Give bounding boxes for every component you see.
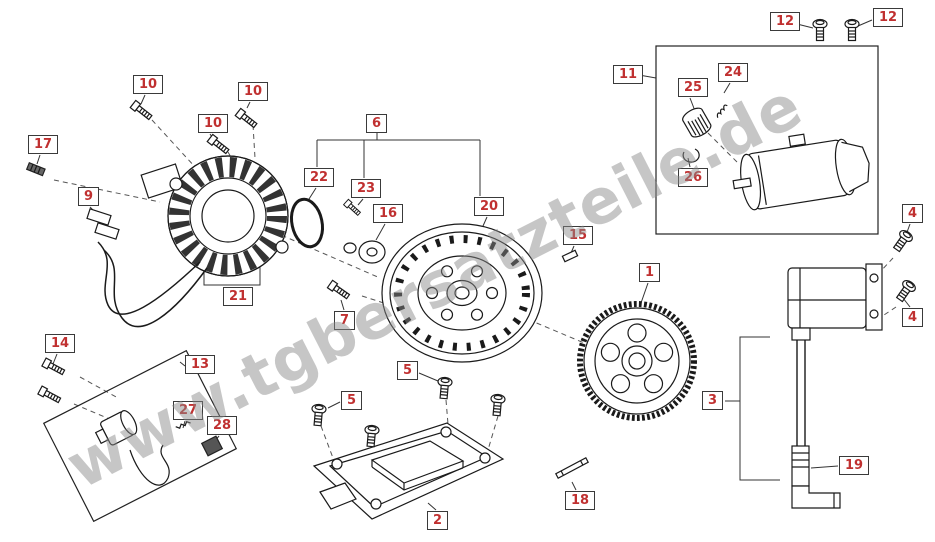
- part-label-1[interactable]: 1: [639, 263, 661, 282]
- clip-26-drawing: [682, 148, 700, 163]
- part-label-21[interactable]: 21: [223, 287, 254, 306]
- stud-18-drawing: [555, 457, 589, 479]
- coil-screws-4-drawing: [890, 227, 918, 305]
- part-label-19[interactable]: 19: [839, 456, 870, 475]
- part-label-23[interactable]: 23: [351, 179, 382, 198]
- part-label-15[interactable]: 15: [563, 226, 594, 245]
- spring-27-drawing: [175, 420, 191, 429]
- part-label-10[interactable]: 10: [238, 82, 269, 101]
- part-label-25[interactable]: 25: [678, 78, 709, 97]
- ignition-coil-drawing: [787, 263, 883, 446]
- part-label-13[interactable]: 13: [185, 355, 216, 374]
- part-label-24[interactable]: 24: [718, 63, 749, 82]
- bolt-7-drawing: [326, 279, 352, 301]
- part-label-20[interactable]: 20: [474, 197, 505, 216]
- oring-drawing: [290, 197, 324, 249]
- part-label-7[interactable]: 7: [334, 311, 356, 330]
- part-label-12[interactable]: 12: [873, 8, 904, 27]
- part-label-17[interactable]: 17: [28, 135, 59, 154]
- bolt-17-drawing: [25, 161, 46, 177]
- starter-pinion-gear-drawing: [682, 107, 712, 138]
- stator-drawing: [97, 155, 289, 328]
- starter-motor-drawing: [682, 104, 870, 211]
- starter-gear-drawing: [577, 301, 697, 421]
- spring-24-drawing: [716, 104, 728, 118]
- washer-16-drawing: [343, 240, 386, 264]
- part-label-28[interactable]: 28: [207, 416, 238, 435]
- part-label-10[interactable]: 10: [133, 75, 164, 94]
- part-label-10[interactable]: 10: [198, 114, 229, 133]
- part-label-27[interactable]: 27: [173, 401, 204, 420]
- part-label-5[interactable]: 5: [341, 391, 363, 410]
- part-label-2[interactable]: 2: [427, 511, 449, 530]
- part-label-26[interactable]: 26: [678, 168, 709, 187]
- cdi-unit-drawing: [312, 422, 505, 520]
- part-label-4[interactable]: 4: [902, 308, 924, 327]
- spark-plug-cap-drawing: [791, 445, 841, 509]
- bolts-14-drawing: [37, 357, 67, 405]
- part-label-12[interactable]: 12: [770, 12, 801, 31]
- part-label-16[interactable]: 16: [373, 204, 404, 223]
- part-label-3[interactable]: 3: [702, 391, 724, 410]
- part-label-5[interactable]: 5: [397, 361, 419, 380]
- part-label-9[interactable]: 9: [78, 187, 100, 206]
- part-label-14[interactable]: 14: [45, 334, 76, 353]
- bolt-23-drawing: [343, 198, 362, 217]
- key-15-drawing: [561, 249, 579, 263]
- screws-12-drawing: [812, 18, 860, 42]
- leader-lines: [36, 19, 911, 511]
- pickup-coil-drawing: [94, 410, 224, 486]
- box-13-frame: [42, 349, 238, 523]
- stator-bolts-drawing: [129, 99, 259, 156]
- part-label-22[interactable]: 22: [304, 168, 335, 187]
- part-label-6[interactable]: 6: [366, 114, 388, 133]
- wire-connector-drawing: [86, 208, 120, 240]
- part-label-18[interactable]: 18: [565, 491, 596, 510]
- part-label-11[interactable]: 11: [613, 65, 644, 84]
- part-label-4[interactable]: 4: [902, 204, 924, 223]
- damper-28-drawing: [200, 435, 224, 457]
- box-11-frame: [655, 45, 879, 235]
- flywheel-drawing: [381, 223, 543, 363]
